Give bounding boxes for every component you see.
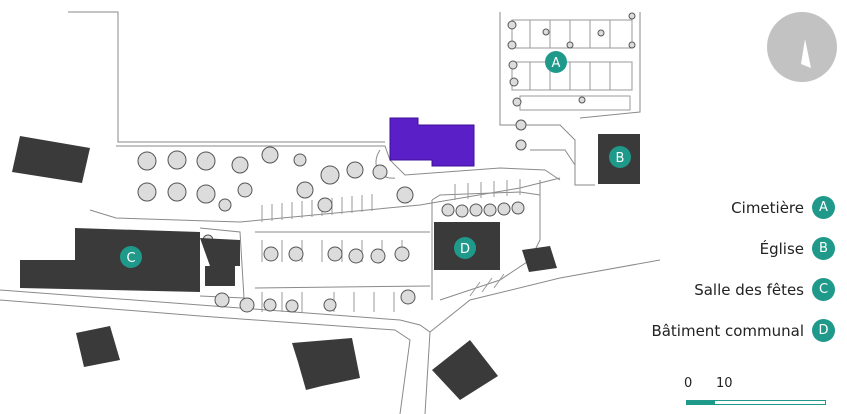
scale-bar: 0 10 — [684, 376, 828, 408]
scale-start-label: 0 — [684, 376, 693, 391]
legend-label: Cimetière — [731, 198, 804, 217]
building-c-annex — [200, 238, 240, 266]
legend-item-salle-des-fetes[interactable]: Salle des fêtes C — [505, 276, 835, 303]
svg-text:B: B — [616, 151, 625, 166]
legend: Cimetière A Église B Salle des fêtes C B… — [505, 194, 835, 358]
scale-bar-track — [686, 400, 826, 405]
building-small-e — [522, 246, 557, 272]
scale-end-label: 10 — [716, 376, 733, 391]
svg-text:C: C — [126, 251, 135, 266]
scale-bar-segment — [687, 401, 715, 404]
trees — [137, 12, 636, 313]
marker-c[interactable]: C — [120, 246, 142, 268]
legend-label: Salle des fêtes — [694, 280, 804, 299]
marker-a[interactable]: A — [545, 51, 567, 73]
building-c-annex-2 — [205, 266, 235, 286]
cemetery-plots — [511, 19, 633, 111]
north-arrow-icon — [801, 39, 811, 68]
building-s — [292, 338, 360, 390]
church-building — [389, 117, 475, 167]
compass — [767, 12, 837, 82]
legend-badge: C — [812, 278, 835, 301]
legend-label: Église — [759, 239, 804, 258]
parking-stalls — [261, 179, 521, 312]
site-plan-map: A B C D — [0, 11, 660, 414]
buildings — [12, 134, 640, 400]
legend-item-cimetiere[interactable]: Cimetière A — [505, 194, 835, 221]
marker-b[interactable]: B — [609, 146, 631, 168]
legend-item-batiment-communal[interactable]: Bâtiment communal D — [505, 317, 835, 344]
legend-badge: A — [812, 196, 835, 219]
marker-d[interactable]: D — [454, 237, 476, 259]
building-nw — [12, 136, 90, 183]
legend-item-eglise[interactable]: Église B — [505, 235, 835, 262]
legend-label: Bâtiment communal — [651, 321, 804, 340]
legend-badge: D — [812, 319, 835, 342]
building-se — [432, 340, 498, 400]
legend-badge: B — [812, 237, 835, 260]
road-outlines — [0, 11, 660, 414]
svg-text:D: D — [460, 242, 470, 257]
building-sw — [76, 326, 120, 367]
building-c — [20, 228, 200, 292]
svg-text:A: A — [552, 56, 561, 71]
